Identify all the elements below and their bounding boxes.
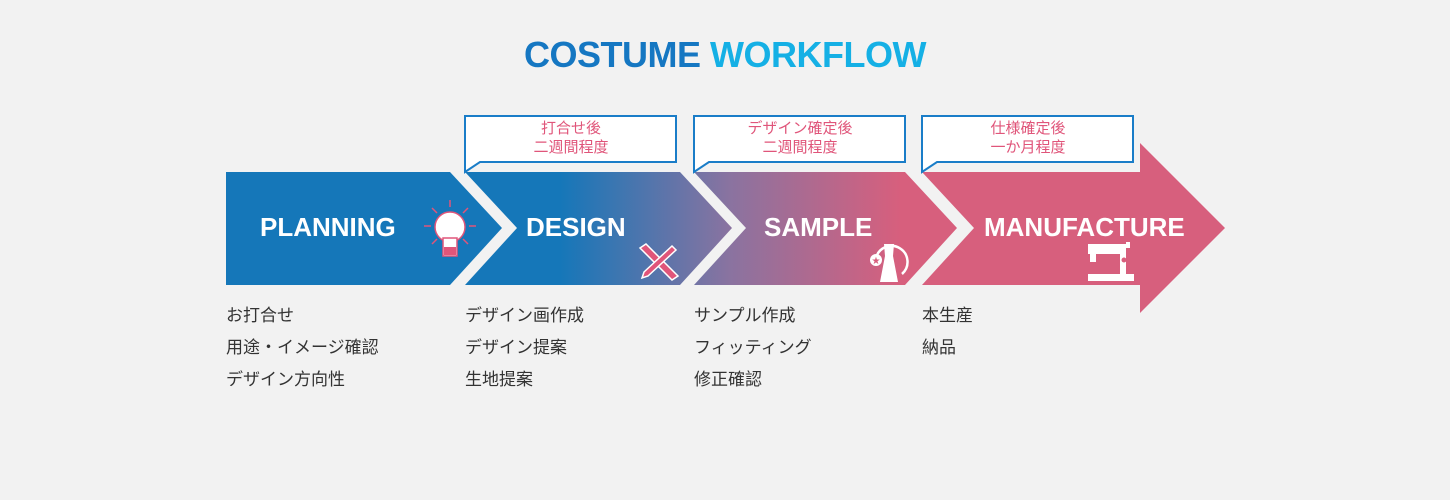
callout-design: 打合せ後二週間程度 xyxy=(533,119,609,156)
list-item: 本生産 xyxy=(922,306,973,326)
list-item: デザイン提案 xyxy=(465,338,567,358)
step-label-planning: PLANNING xyxy=(260,212,396,242)
design-task-list: デザイン画作成 デザイン提案 生地提案 xyxy=(465,300,584,396)
lightbulb-icon xyxy=(424,200,476,257)
list-item: 用途・イメージ確認 xyxy=(226,338,379,358)
planning-chevron xyxy=(226,172,502,285)
manufacture-task-list: 本生産 納品 xyxy=(922,300,973,364)
svg-text:★: ★ xyxy=(872,256,881,267)
list-item: お打合せ xyxy=(226,306,294,326)
sewing-machine-icon xyxy=(1088,242,1134,281)
dress-form-icon: ★ xyxy=(870,244,909,282)
callout-sample-box xyxy=(693,115,906,174)
list-item: 生地提案 xyxy=(465,370,533,390)
sample-task-list: サンプル作成 フィッティング 修正確認 xyxy=(694,300,812,396)
callout-sample: デザイン確定後二週間程度 xyxy=(747,119,853,156)
step-label-design: DESIGN xyxy=(526,212,626,242)
step-label-manufacture: MANUFACTURE xyxy=(984,212,1185,242)
list-item: デザイン画作成 xyxy=(465,306,584,326)
page-title: COSTUME WORKFLOW xyxy=(524,34,926,75)
callout-manufacture-box xyxy=(921,115,1134,174)
manufacture-arrow xyxy=(922,143,1225,313)
callout-design-box xyxy=(464,115,677,174)
list-item: フィッティング xyxy=(694,338,812,358)
list-item: サンプル作成 xyxy=(694,306,796,326)
list-item: 納品 xyxy=(922,338,956,358)
callout-manufacture: 仕様確定後一か月程度 xyxy=(990,119,1066,156)
list-item: 修正確認 xyxy=(694,370,762,390)
step-label-sample: SAMPLE xyxy=(764,212,873,242)
list-item: デザイン方向性 xyxy=(226,370,345,390)
planning-task-list: お打合せ 用途・イメージ確認 デザイン方向性 xyxy=(226,300,379,396)
pencil-ruler-icon xyxy=(638,243,680,281)
